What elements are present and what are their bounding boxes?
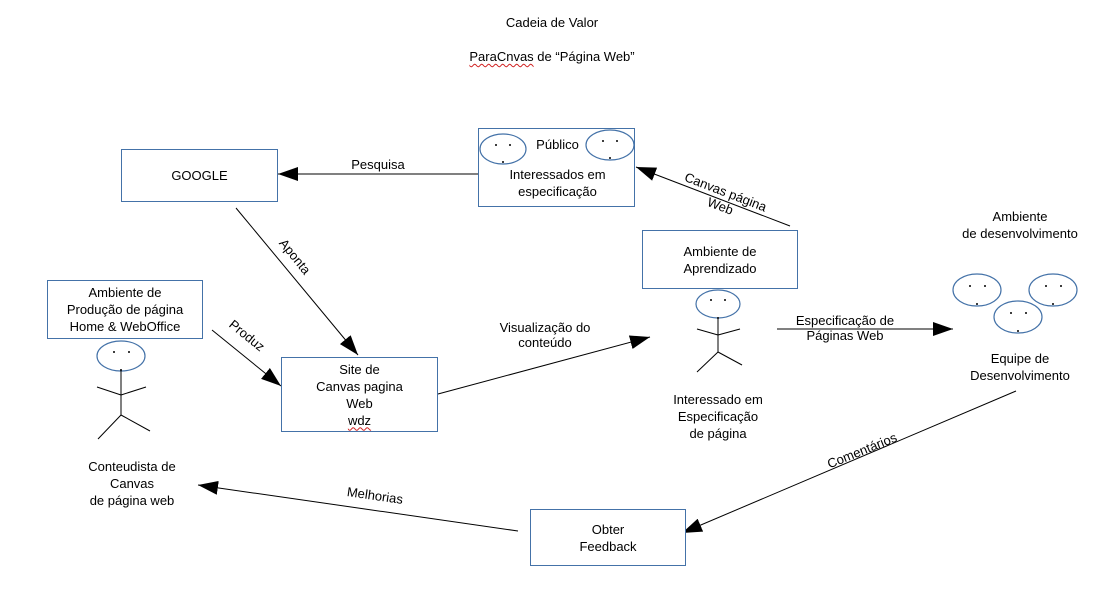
stick-figure-interessado	[695, 289, 743, 373]
edge-label-pesquisa: Pesquisa	[351, 157, 405, 172]
edge-canvas-pagina-web	[635, 166, 791, 227]
publico-faces	[479, 129, 635, 165]
diagram-subtitle: ParaCnvas de “Página Web”	[402, 48, 702, 65]
label-conteudista: Conteudista de Canvas de página web	[88, 459, 176, 508]
publico-subtitle: Interessados em especificação	[509, 167, 606, 199]
edge-produz	[211, 329, 282, 387]
label-ambiente-desenvolvimento: Ambiente de desenvolvimento	[962, 209, 1078, 241]
publico-title: Público	[536, 137, 579, 152]
edge-visualizacao	[437, 335, 651, 395]
team-faces	[952, 273, 1078, 334]
node-obter-feedback[interactable]: Obter Feedback	[530, 509, 686, 566]
edge-melhorias	[197, 480, 519, 532]
label-interessado: Interessado em Especificação de página	[673, 392, 763, 441]
subtitle-misspelled-word: ParaCnvas	[469, 49, 534, 64]
site-canvas-misspelled-word: wdz	[347, 412, 372, 428]
edge-aponta	[235, 207, 359, 356]
face-icon	[96, 340, 146, 372]
face-icon	[585, 129, 635, 161]
edge-comentarios	[681, 390, 1017, 534]
node-site-canvas[interactable]: Site de Canvas pagina Web wdz	[281, 357, 438, 432]
face-icon	[695, 289, 741, 319]
site-canvas-label: Site de Canvas pagina Web	[316, 361, 403, 411]
face-icon	[993, 300, 1043, 334]
node-ambiente-producao[interactable]: Ambiente de Produção de página Home & We…	[47, 280, 203, 339]
subtitle-rest: de “Página Web”	[533, 49, 635, 64]
node-publico[interactable]: Público Interessados em especificação	[478, 128, 635, 207]
node-google[interactable]: GOOGLE	[121, 149, 278, 202]
face-icon	[1028, 273, 1078, 307]
diagram-title: Cadeia de Valor	[505, 15, 599, 30]
node-ambiente-aprendizado[interactable]: Ambiente de Aprendizado	[642, 230, 798, 289]
face-icon	[479, 133, 527, 165]
stick-figure-conteudista	[96, 340, 151, 440]
edge-label-especificacao: Especificação de Páginas Web	[795, 313, 895, 343]
face-icon	[952, 273, 1002, 307]
label-equipe-desenvolvimento: Equipe de Desenvolvimento	[970, 351, 1070, 383]
edge-label-visualizacao: Visualização do conteúdo	[499, 320, 591, 350]
